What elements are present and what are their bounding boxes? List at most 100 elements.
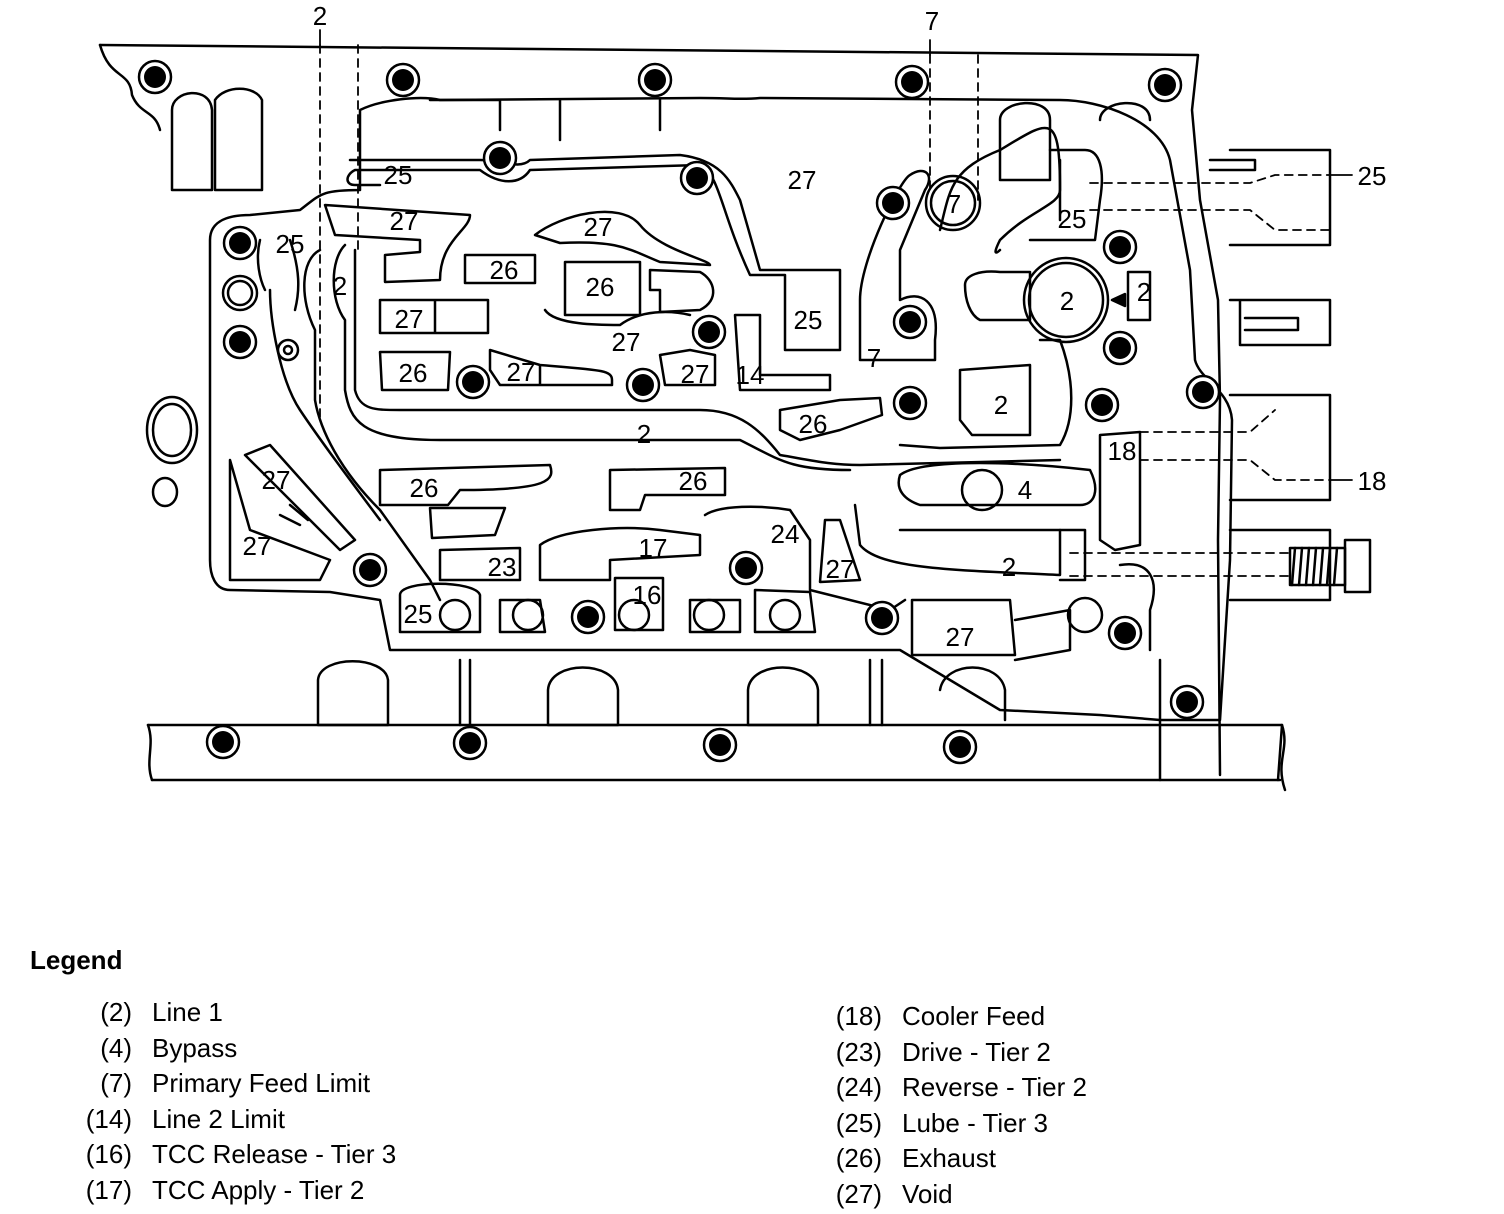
legend-desc: TCC Release - Tier 3 bbox=[152, 1139, 397, 1170]
passage-label: 25 bbox=[384, 160, 413, 190]
passage-label: 27 bbox=[584, 212, 613, 242]
passage-label: 27 bbox=[612, 327, 641, 357]
legend-code: (27) bbox=[835, 1178, 882, 1209]
passage-walls bbox=[228, 126, 1155, 662]
passage-label: 27 bbox=[262, 465, 291, 495]
callout-right-upper: 25 bbox=[1358, 161, 1387, 191]
legend-code: (17) bbox=[85, 1174, 132, 1205]
legend-item: (27) Void bbox=[828, 1178, 1087, 1214]
bolt-hole bbox=[352, 552, 388, 588]
legend-code: (25) bbox=[835, 1107, 882, 1138]
legend-desc: Bypass bbox=[152, 1032, 238, 1063]
passage-label: 2 bbox=[994, 390, 1008, 420]
callouts: 2 7 25 18 bbox=[313, 1, 1387, 496]
passage-label: 27 bbox=[507, 357, 536, 387]
passage-label: 2 bbox=[1002, 552, 1016, 582]
passage-label: 2 bbox=[333, 271, 347, 301]
legend-code: (16) bbox=[85, 1139, 132, 1170]
legend-item: (4) Bypass bbox=[78, 1032, 396, 1068]
passage-label: 2 bbox=[1060, 286, 1074, 316]
bolt-hole bbox=[137, 59, 173, 95]
bolt-hole bbox=[1147, 67, 1183, 103]
passage-label: 26 bbox=[490, 255, 519, 285]
bolt-hole bbox=[637, 62, 673, 98]
passage-label: 26 bbox=[679, 466, 708, 496]
legend-code: (2) bbox=[100, 997, 132, 1027]
passage-label: 27 bbox=[788, 165, 817, 195]
legend-item: (16) TCC Release - Tier 3 bbox=[78, 1138, 396, 1174]
legend-item: (25)Lube - Tier 3 bbox=[828, 1107, 1087, 1143]
separator-plate bbox=[208, 96, 1332, 722]
bolt-hole bbox=[875, 185, 911, 221]
dashed-leaders bbox=[319, 44, 1331, 577]
passage-label: 24 bbox=[771, 519, 800, 549]
legend-desc: Line 2 Limit bbox=[152, 1103, 285, 1134]
check-balls bbox=[145, 174, 1127, 634]
bolt-hole bbox=[1084, 387, 1120, 423]
legend-code: (14) bbox=[85, 1103, 132, 1134]
passage-label: 27 bbox=[243, 531, 272, 561]
bolt-hole bbox=[625, 367, 661, 403]
legend-code: (26) bbox=[835, 1143, 882, 1174]
passage-label: 16 bbox=[633, 580, 662, 610]
passage-label: 27 bbox=[681, 359, 710, 389]
bolt-hole bbox=[455, 364, 491, 400]
legend-title: Legend bbox=[30, 945, 123, 975]
bolt-hole bbox=[222, 324, 258, 360]
legend-item: (2) Line 1 bbox=[78, 996, 396, 1032]
bolt-hole bbox=[728, 550, 764, 586]
legend-code: (7) bbox=[100, 1068, 132, 1099]
passage-label: 7 bbox=[947, 189, 961, 219]
passage-label: 25 bbox=[794, 305, 823, 335]
leader-tails bbox=[319, 29, 1353, 481]
legend-left-column: (2) Line 1 (4) Bypass (7)Primary Feed Limi… bbox=[78, 996, 396, 1210]
bolt-hole bbox=[385, 62, 421, 98]
bolt-hole bbox=[1102, 330, 1138, 366]
legend-desc: Cooler Feed bbox=[902, 1001, 1046, 1031]
legend-item: (7)Primary Feed Limit bbox=[78, 1067, 396, 1103]
callout-top-right: 7 bbox=[925, 6, 939, 36]
bolt-hole bbox=[892, 385, 928, 421]
legend-desc: Reverse - Tier 2 bbox=[902, 1072, 1087, 1103]
legend-item: (24) Reverse - Tier 2 bbox=[828, 1071, 1087, 1107]
passage-label: 7 bbox=[867, 343, 881, 373]
bolt-hole bbox=[892, 304, 928, 340]
legend-code: (24) bbox=[835, 1072, 882, 1103]
valve-body-diagram: 2 7 25 18 25 27 27 27 25 2 26 26 27 27 2… bbox=[98, 1, 1387, 792]
legend-item: (23)Drive - Tier 2 bbox=[828, 1036, 1087, 1072]
legend-item: (18) Cooler Feed bbox=[828, 1000, 1087, 1036]
bolt-hole bbox=[942, 729, 978, 765]
legend-desc: Line 1 bbox=[152, 997, 223, 1027]
passage-label: 25 bbox=[404, 599, 433, 629]
passage-labels: 25 27 27 27 25 2 26 26 27 27 26 27 27 14… bbox=[243, 160, 1152, 652]
passage-label: 26 bbox=[586, 272, 615, 302]
callout-right-lower: 18 bbox=[1358, 466, 1387, 496]
bolt-hole bbox=[1107, 615, 1143, 651]
legend-code: (23) bbox=[835, 1036, 882, 1067]
oring-large bbox=[145, 395, 199, 465]
legend-item: (17) TCC Apply - Tier 2 bbox=[78, 1174, 396, 1210]
legend-code: (18) bbox=[835, 1001, 882, 1031]
bolt-hole bbox=[864, 600, 900, 636]
passage-label: 25 bbox=[276, 229, 305, 259]
legend-desc: Void bbox=[902, 1178, 953, 1209]
passage-label: 23 bbox=[488, 552, 517, 582]
passage-label: 2 bbox=[637, 419, 651, 449]
bolt-hole bbox=[205, 724, 241, 760]
bolt-holes bbox=[137, 59, 1221, 765]
adjusting-screw bbox=[1288, 538, 1372, 594]
passage-label: 26 bbox=[410, 473, 439, 503]
casting-outline bbox=[98, 43, 1287, 792]
bolt-hole bbox=[1185, 374, 1221, 410]
legend-code: (4) bbox=[100, 1032, 132, 1063]
passage-label: 14 bbox=[736, 360, 765, 390]
bolt-hole bbox=[691, 314, 727, 350]
passage-label: 18 bbox=[1108, 436, 1137, 466]
passage-label: 26 bbox=[799, 409, 828, 439]
bolt-hole bbox=[452, 725, 488, 761]
legend-desc: TCC Apply - Tier 2 bbox=[152, 1174, 365, 1205]
passage-label: 27 bbox=[395, 304, 424, 334]
passage-label: 27 bbox=[390, 206, 419, 236]
bolt-hole bbox=[894, 64, 930, 100]
check-ball-4 bbox=[960, 468, 1004, 512]
